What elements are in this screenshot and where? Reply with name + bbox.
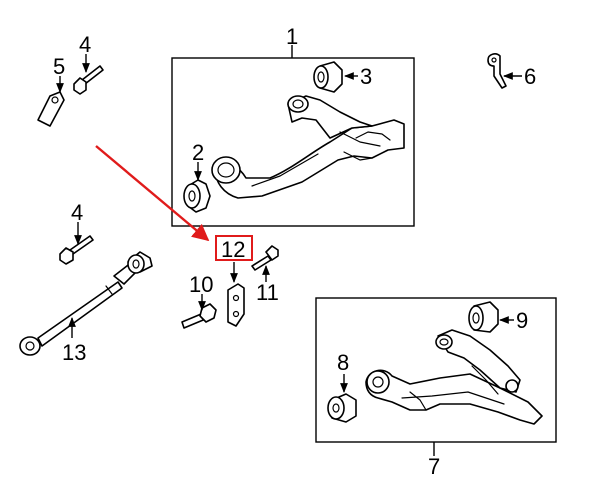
bolt-11 bbox=[251, 245, 279, 271]
callout-3: 3 bbox=[360, 64, 372, 89]
bracket-12 bbox=[227, 283, 245, 327]
bolt-4-left bbox=[59, 235, 94, 265]
clip-6 bbox=[487, 53, 507, 89]
callout-13: 13 bbox=[62, 340, 86, 365]
highlight-arrow bbox=[95, 145, 210, 242]
callout-8: 8 bbox=[337, 350, 349, 375]
lower-control-arm bbox=[365, 329, 543, 425]
callout-10: 10 bbox=[189, 272, 213, 297]
callout-4-top: 4 bbox=[79, 32, 91, 57]
bushing-3 bbox=[313, 61, 343, 93]
bracket-5 bbox=[37, 91, 65, 127]
callout-11: 11 bbox=[256, 280, 279, 305]
bushing-2 bbox=[183, 179, 211, 213]
bolt-10 bbox=[181, 303, 217, 329]
callout-4-left: 4 bbox=[71, 200, 83, 225]
callout-1: 1 bbox=[286, 24, 298, 49]
lower-arm-frame bbox=[315, 297, 557, 443]
upper-arm-frame bbox=[171, 57, 415, 227]
callout-9: 9 bbox=[516, 308, 528, 333]
highlight-box-12 bbox=[215, 235, 253, 261]
upper-control-arm bbox=[211, 95, 405, 199]
upper-control-arm-group: 1 3 2 bbox=[171, 24, 415, 227]
callout-12: 12 bbox=[221, 237, 245, 262]
bushing-9 bbox=[468, 301, 499, 333]
callout-5: 5 bbox=[53, 54, 65, 79]
callout-6: 6 bbox=[524, 64, 536, 89]
bolt-4-top bbox=[73, 65, 104, 95]
callout-2: 2 bbox=[192, 140, 204, 165]
callout-7: 7 bbox=[428, 454, 440, 479]
tie-rod-13 bbox=[19, 251, 153, 356]
lower-control-arm-group: 7 9 8 bbox=[315, 297, 557, 479]
bushing-8 bbox=[327, 393, 357, 423]
